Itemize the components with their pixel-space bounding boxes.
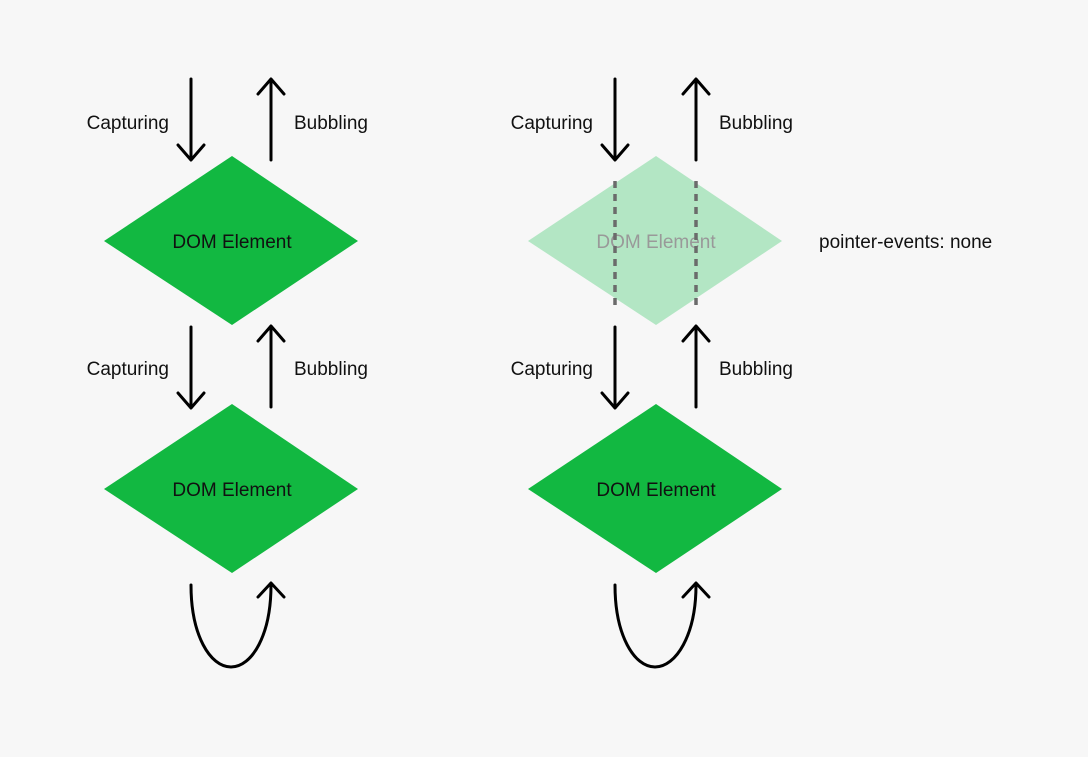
bubbling-arrow-up-icon: [256, 324, 286, 409]
pointer-events-note: pointer-events: none: [819, 232, 992, 253]
dom-element-label-bottom-left: DOM Element: [172, 480, 292, 501]
dom-element-label-bottom-right: DOM Element: [596, 480, 716, 501]
bubbling-arrow-up-icon: [681, 77, 711, 162]
u-turn-arrow-icon: [613, 581, 711, 669]
right-column: Capturing Bubbling DOM Element pointer-e…: [511, 77, 992, 669]
dom-element-label-faded: DOM Element: [596, 232, 716, 253]
dom-element-diamond-top-left: [104, 156, 358, 325]
capturing-label-bottom-right: Capturing: [511, 359, 593, 380]
capturing-label-bottom-left: Capturing: [87, 359, 169, 380]
dom-element-diamond-faded: [528, 156, 782, 325]
dom-element-label-top-left: DOM Element: [172, 232, 292, 253]
bubbling-label-bottom-left: Bubbling: [294, 359, 368, 380]
left-column: Capturing Bubbling DOM Element Capturing…: [87, 77, 368, 669]
capturing-label-top-left: Capturing: [87, 113, 169, 134]
capturing-arrow-down-icon: [600, 325, 630, 410]
bubbling-label-top-left: Bubbling: [294, 113, 368, 134]
u-turn-arrow-icon: [189, 581, 286, 669]
capturing-label-top-right: Capturing: [511, 113, 593, 134]
bubbling-label-top-right: Bubbling: [719, 113, 793, 134]
dom-element-diamond-bottom-left: [104, 404, 358, 573]
bubbling-arrow-up-icon: [256, 77, 286, 162]
capturing-arrow-down-icon: [600, 77, 630, 162]
dom-element-diamond-bottom-right: [528, 404, 782, 573]
bubbling-arrow-up-icon: [681, 324, 711, 409]
bubbling-label-bottom-right: Bubbling: [719, 359, 793, 380]
capturing-arrow-down-icon: [176, 77, 206, 162]
capturing-arrow-down-icon: [176, 325, 206, 410]
